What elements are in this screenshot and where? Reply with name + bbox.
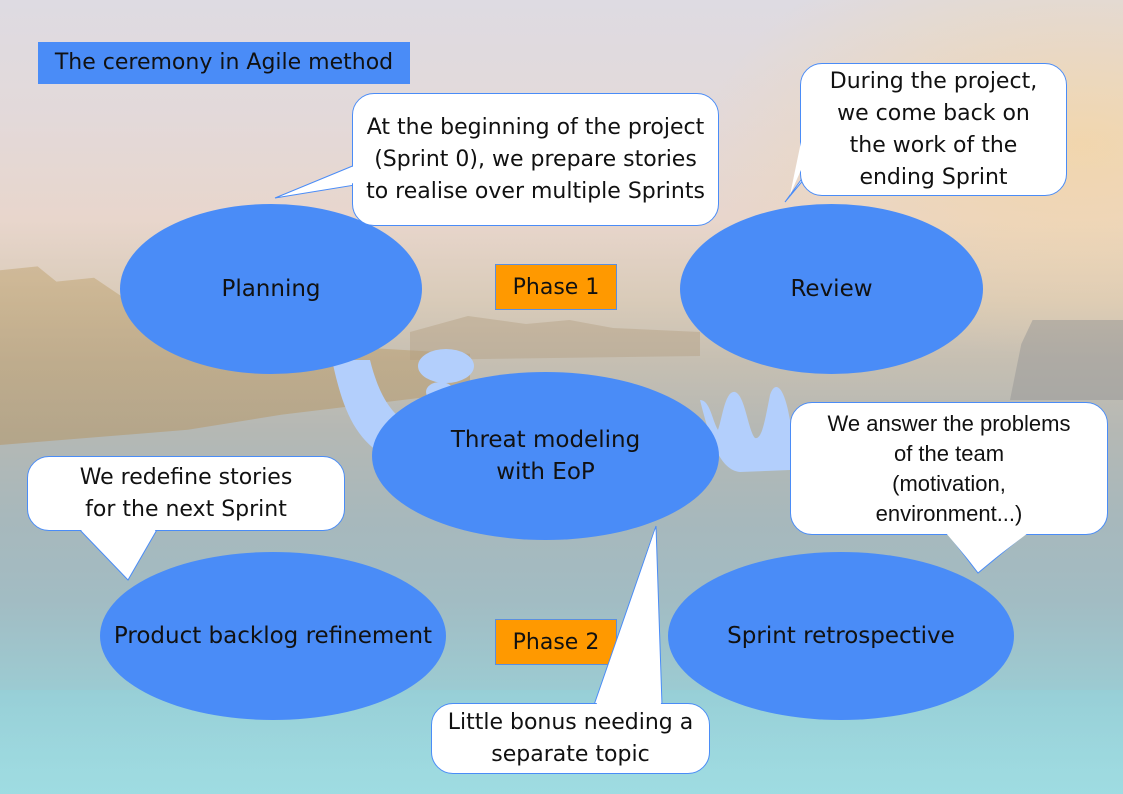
ceremony-planning: Planning xyxy=(120,204,422,374)
callout-backlog-line-1: We redefine stories xyxy=(79,464,293,490)
callout-planning-line-2: (Sprint 0), we prepare stories xyxy=(374,146,697,172)
callout-threat-line-2: separate topic xyxy=(491,741,650,767)
callout-retrospective: We answer the problems of the team (moti… xyxy=(790,402,1108,535)
callout-retro-line-1: We answer the problems xyxy=(827,410,1071,436)
ceremony-planning-label: Planning xyxy=(221,276,321,302)
callout-review-line-4: ending Sprint xyxy=(859,164,1008,190)
callout-threat-modeling: Little bonus needing a separate topic xyxy=(431,703,710,774)
callout-retro-line-2: of the team xyxy=(893,440,1005,466)
callout-review-line-3: the work of the xyxy=(849,132,1018,158)
phase-2-text: Phase 2 xyxy=(512,629,600,655)
ceremony-review: Review xyxy=(680,204,983,374)
callout-planning-line-1: At the beginning of the project xyxy=(366,114,705,140)
ceremony-backlog-refinement: Product backlog refinement xyxy=(100,552,446,720)
background-fort xyxy=(1010,320,1123,400)
phase-1-label: Phase 1 xyxy=(495,264,617,310)
callout-review-line-2: we come back on xyxy=(837,100,1030,126)
threat-modeling-line-2: with EoP xyxy=(496,459,595,485)
callout-backlog-line-2: for the next Sprint xyxy=(85,496,287,522)
phase-2-label: Phase 2 xyxy=(495,619,617,665)
callout-planning-line-3: to realise over multiple Sprints xyxy=(366,178,705,204)
callout-retro-line-4: environment...) xyxy=(875,500,1023,526)
ceremony-review-label: Review xyxy=(790,276,873,302)
slide-title: The ceremony in Agile method xyxy=(38,42,410,84)
callout-planning: At the beginning of the project (Sprint … xyxy=(352,93,719,226)
phase-1-text: Phase 1 xyxy=(512,274,600,300)
callout-review-line-1: During the project, xyxy=(829,68,1038,94)
callout-backlog: We redefine stories for the next Sprint xyxy=(27,456,345,531)
ceremony-threat-modeling: Threat modeling with EoP xyxy=(372,372,719,540)
ceremony-backlog-refinement-label: Product backlog refinement xyxy=(113,623,433,649)
threat-modeling-line-1: Threat modeling xyxy=(450,427,641,453)
ceremony-retrospective: Sprint retrospective xyxy=(668,552,1014,720)
callout-threat-line-1: Little bonus needing a xyxy=(447,709,694,735)
ceremony-retrospective-label: Sprint retrospective xyxy=(727,623,955,649)
callout-review: During the project, we come back on the … xyxy=(800,63,1067,196)
callout-retro-line-3: (motivation, xyxy=(892,470,1006,496)
